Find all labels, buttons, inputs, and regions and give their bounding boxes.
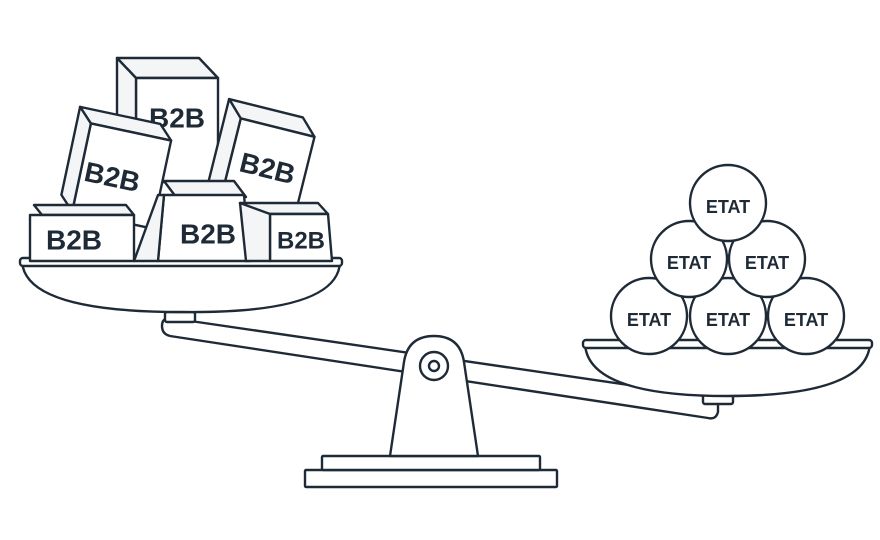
etat-ball: ETAT: [688, 276, 768, 356]
b2b-box: B2B: [28, 203, 136, 263]
etat-ball: ETAT: [649, 219, 729, 299]
b2b-box: B2B: [60, 105, 173, 230]
etat-ball: ETAT: [688, 163, 768, 243]
etat-ball-label: ETAT: [706, 197, 750, 217]
etat-ball: ETAT: [727, 219, 807, 299]
etat-ball: ETAT: [766, 276, 846, 356]
etat-ball-pyramid: ETAT ETAT ETAT ETAT ETAT ETAT: [609, 163, 846, 356]
b2b-box-label: B2B: [277, 228, 325, 255]
etat-ball-label: ETAT: [784, 310, 828, 330]
b2b-box-label: B2B: [46, 225, 102, 256]
etat-ball: ETAT: [609, 276, 689, 356]
left-pan: [18, 256, 344, 314]
etat-ball-label: ETAT: [745, 253, 789, 273]
etat-ball-label: ETAT: [667, 253, 711, 273]
pivot-stand: [388, 334, 480, 458]
b2b-box: B2B: [238, 201, 334, 263]
etat-ball-label: ETAT: [627, 310, 671, 330]
scale-base: [303, 454, 559, 489]
etat-ball-label: ETAT: [706, 310, 750, 330]
left-pan-hanger: [163, 310, 197, 324]
b2b-box-stack: B2B B2B B2B B2B B2B: [28, 56, 334, 263]
b2b-box-label: B2B: [180, 219, 236, 250]
